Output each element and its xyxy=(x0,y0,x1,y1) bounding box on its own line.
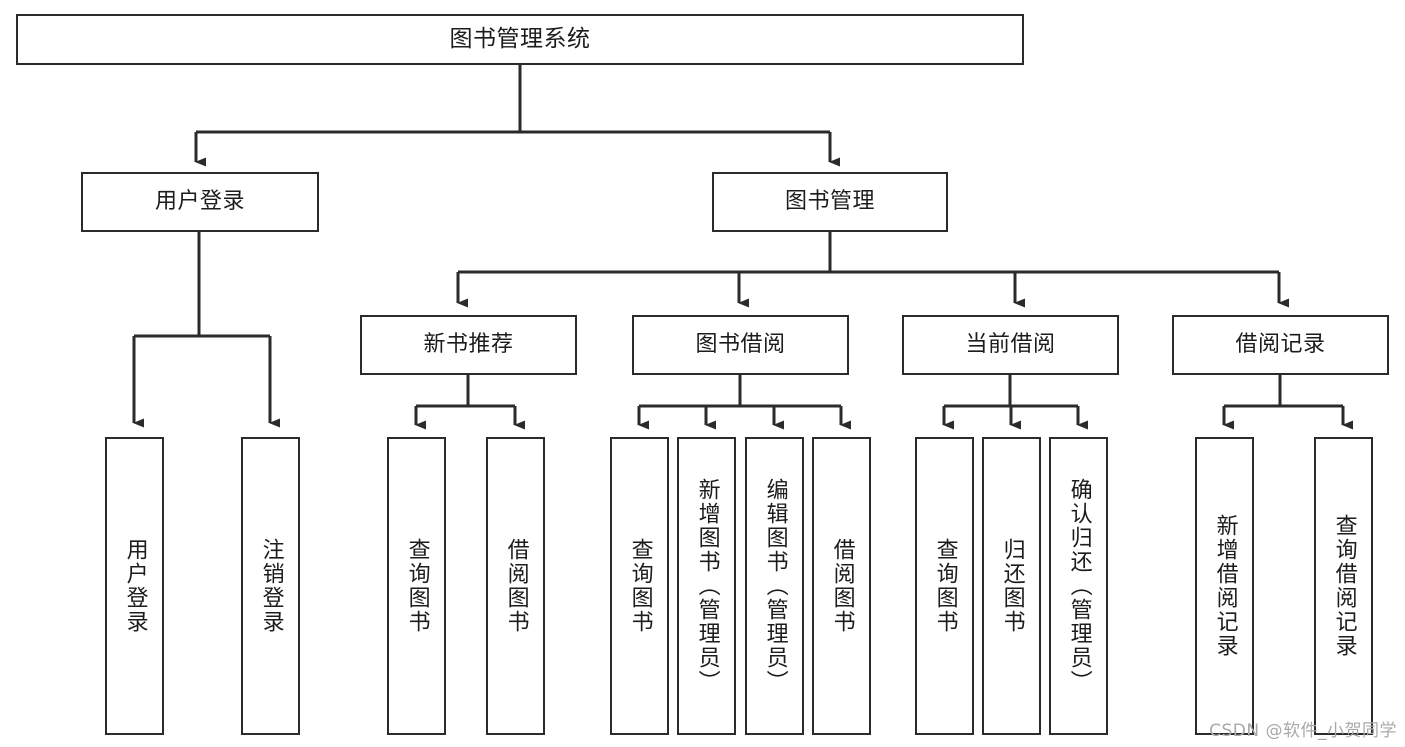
leaf-edit-book-admin[interactable]: 编辑图书（管理员） xyxy=(745,437,804,735)
node-label: 新增图书（管理员） xyxy=(694,478,720,694)
node-user-login[interactable]: 用户登录 xyxy=(81,172,319,232)
node-label: 编辑图书（管理员） xyxy=(762,478,788,694)
node-label: 归还图书 xyxy=(999,538,1025,634)
node-label: 查询图书 xyxy=(627,538,653,634)
node-label: 借阅图书 xyxy=(503,538,529,634)
node-label: 借阅记录 xyxy=(1235,332,1326,358)
csdn-watermark: CSDN @软件_小贺同学 xyxy=(1209,721,1397,741)
node-label: 当前借阅 xyxy=(965,332,1056,358)
leaf-user-login[interactable]: 用户登录 xyxy=(105,437,164,735)
leaf-query-book-current[interactable]: 查询图书 xyxy=(915,437,974,735)
leaf-logout[interactable]: 注销登录 xyxy=(241,437,300,735)
node-root-system[interactable]: 图书管理系统 xyxy=(16,14,1024,65)
leaf-return-book[interactable]: 归还图书 xyxy=(982,437,1041,735)
leaf-confirm-return-admin[interactable]: 确认归还（管理员） xyxy=(1049,437,1108,735)
leaf-add-book-admin[interactable]: 新增图书（管理员） xyxy=(677,437,736,735)
node-borrow-record[interactable]: 借阅记录 xyxy=(1172,315,1389,375)
leaf-borrow-book[interactable]: 借阅图书 xyxy=(812,437,871,735)
node-label: 新增借阅记录 xyxy=(1212,514,1238,658)
node-current-borrow[interactable]: 当前借阅 xyxy=(902,315,1119,375)
leaf-query-borrow-record[interactable]: 查询借阅记录 xyxy=(1314,437,1373,735)
leaf-query-book-borrow[interactable]: 查询图书 xyxy=(610,437,669,735)
node-book-borrow[interactable]: 图书借阅 xyxy=(632,315,849,375)
node-label: 确认归还（管理员） xyxy=(1066,478,1092,694)
node-label: 图书借阅 xyxy=(695,332,786,358)
node-label: 查询图书 xyxy=(932,538,958,634)
node-label: 注销登录 xyxy=(258,538,284,634)
node-label: 借阅图书 xyxy=(829,538,855,634)
node-book-management[interactable]: 图书管理 xyxy=(712,172,948,232)
node-label: 查询借阅记录 xyxy=(1331,514,1357,658)
leaf-add-borrow-record[interactable]: 新增借阅记录 xyxy=(1195,437,1254,735)
node-new-book-recommend[interactable]: 新书推荐 xyxy=(360,315,577,375)
leaf-query-book-new[interactable]: 查询图书 xyxy=(387,437,446,735)
node-label: 用户登录 xyxy=(154,189,245,215)
node-label: 用户登录 xyxy=(122,538,148,634)
leaf-borrow-book-new[interactable]: 借阅图书 xyxy=(486,437,545,735)
node-label: 查询图书 xyxy=(404,538,430,634)
node-label: 新书推荐 xyxy=(423,332,514,358)
node-label: 图书管理 xyxy=(784,189,875,215)
node-label: 图书管理系统 xyxy=(449,25,591,52)
